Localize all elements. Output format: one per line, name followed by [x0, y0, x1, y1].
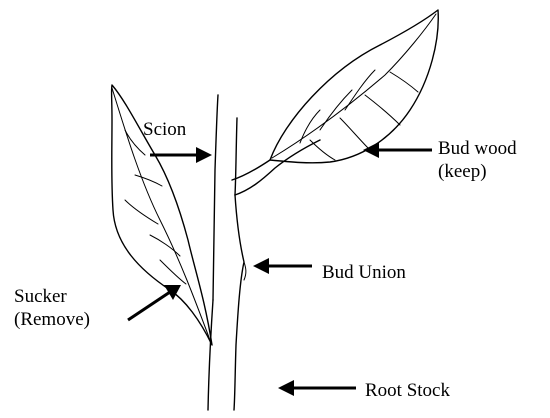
- scion-arrow: [150, 147, 212, 163]
- bud-wood-note: (keep): [438, 160, 487, 183]
- root-stock-label: Root Stock: [365, 379, 450, 402]
- bud-wood-arrow: [363, 142, 432, 158]
- sucker-arrow: [128, 285, 181, 320]
- plant-stem: [208, 95, 246, 410]
- bud-wood-leaf: [270, 10, 438, 163]
- sucker-note: (Remove): [14, 308, 90, 331]
- scion-label: Scion: [143, 118, 186, 141]
- bud-union-label: Bud Union: [322, 261, 406, 284]
- bud-wood-branch: [232, 140, 320, 195]
- root-stock-arrow: [278, 380, 356, 396]
- bud-union-arrow: [253, 258, 312, 274]
- sucker-label: Sucker: [14, 285, 67, 308]
- bud-wood-label: Bud wood: [438, 137, 517, 160]
